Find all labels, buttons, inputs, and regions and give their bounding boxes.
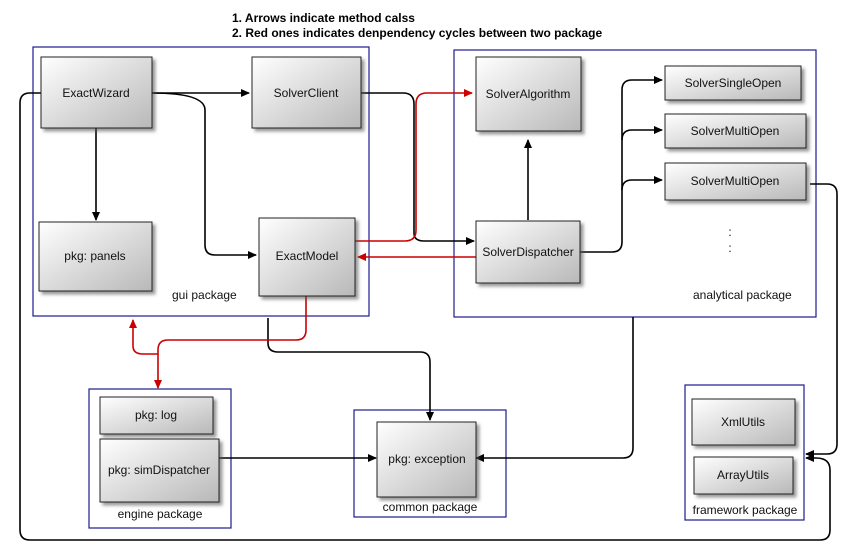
arrow-dispatcher-to-multi-open-1 (621, 126, 663, 141)
exact-wizard-label: ExactWizard (62, 86, 129, 100)
red-arrow-model-to-engine (154, 296, 307, 389)
solver-multi-open-1-label: SolverMultiOpen (691, 124, 780, 138)
exact-wizard-box (40, 56, 153, 129)
xml-utils-label: XmlUtils (721, 415, 765, 429)
pkg-panels-box (38, 221, 153, 292)
arrow-client-to-dispatcher (361, 92, 475, 245)
solver-dispatcher-box (475, 220, 581, 284)
engine-package-label: engine package (118, 507, 203, 521)
solver-multi-open-2-box (664, 162, 807, 201)
pkg-sim-dispatcher-label: pkg: simDispatcher (108, 463, 210, 477)
pkg-sim-dispatcher-box (99, 438, 220, 503)
arrow-analytical-to-exception (475, 317, 634, 462)
solver-dispatcher-label: SolverDispatcher (482, 245, 573, 259)
red-arrow-engine-to-gui (129, 319, 158, 355)
pkg-log-label: pkg: log (135, 408, 177, 422)
xml-utils-box (691, 398, 796, 446)
note-line-1: 1. Arrows indicate method calss (232, 11, 415, 25)
array-utils-label: ArrayUtils (717, 468, 769, 482)
solver-single-open-box (664, 65, 802, 101)
pkg-exception-box (376, 421, 477, 498)
solver-client-label: SolverClient (274, 86, 339, 100)
gui-package-label: gui package (172, 288, 237, 302)
arrow-multi-open-to-framework (805, 183, 838, 458)
analytical-package-label: analytical package (693, 288, 792, 302)
red-arrow-model-to-algorithm (355, 89, 473, 242)
arrow-dispatcher-to-single-open (580, 76, 663, 253)
ellipsis-dots-1: : (728, 225, 731, 239)
common-package-label: common package (383, 500, 478, 514)
exact-model-box (258, 217, 356, 297)
exact-model-label: ExactModel (276, 249, 339, 263)
arrow-dispatcher-to-multi-open-2 (621, 176, 663, 191)
framework-package-label: framework package (693, 503, 798, 517)
arrow-model-to-exception (267, 318, 434, 421)
solver-client-box (251, 56, 362, 129)
solver-algorithm-box (475, 56, 582, 132)
solver-algorithm-label: SolverAlgorithm (486, 87, 571, 101)
solver-multi-open-2-label: SolverMultiOpen (691, 174, 780, 188)
pkg-exception-label: pkg: exception (388, 452, 465, 466)
arrow-wizard-to-model (151, 92, 257, 259)
arrow-wizard-to-framework (19, 92, 831, 541)
solver-multi-open-1-box (664, 113, 807, 149)
array-utils-box (693, 456, 794, 495)
solver-single-open-label: SolverSingleOpen (685, 76, 782, 90)
pkg-log-box (99, 396, 214, 435)
pkg-panels-label: pkg: panels (64, 249, 125, 263)
ellipsis-dots-2: : (728, 241, 731, 255)
note-line-2: 2. Red ones indicates denpendency cycles… (232, 26, 602, 40)
